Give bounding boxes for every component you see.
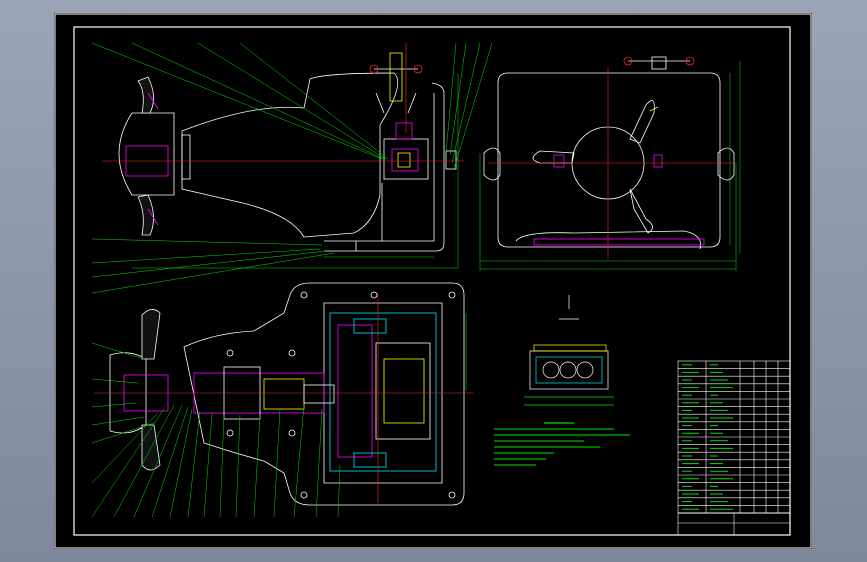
- inner-border: [73, 26, 791, 536]
- section-plan-view: [94, 282, 474, 506]
- dimensions-side: [479, 61, 741, 271]
- technical-notes: [494, 422, 630, 466]
- title-block: [677, 360, 791, 536]
- auxiliary-view: [524, 295, 614, 406]
- front-elevation-view: [102, 43, 464, 252]
- leader-lines-plan: [91, 313, 467, 518]
- title-block-entries: [682, 364, 733, 510]
- cad-drawing: [54, 13, 812, 549]
- leader-lines-front: [91, 42, 493, 294]
- outer-frame: [54, 13, 812, 549]
- side-elevation-view: [483, 56, 736, 259]
- drawing-sheet: [54, 13, 812, 549]
